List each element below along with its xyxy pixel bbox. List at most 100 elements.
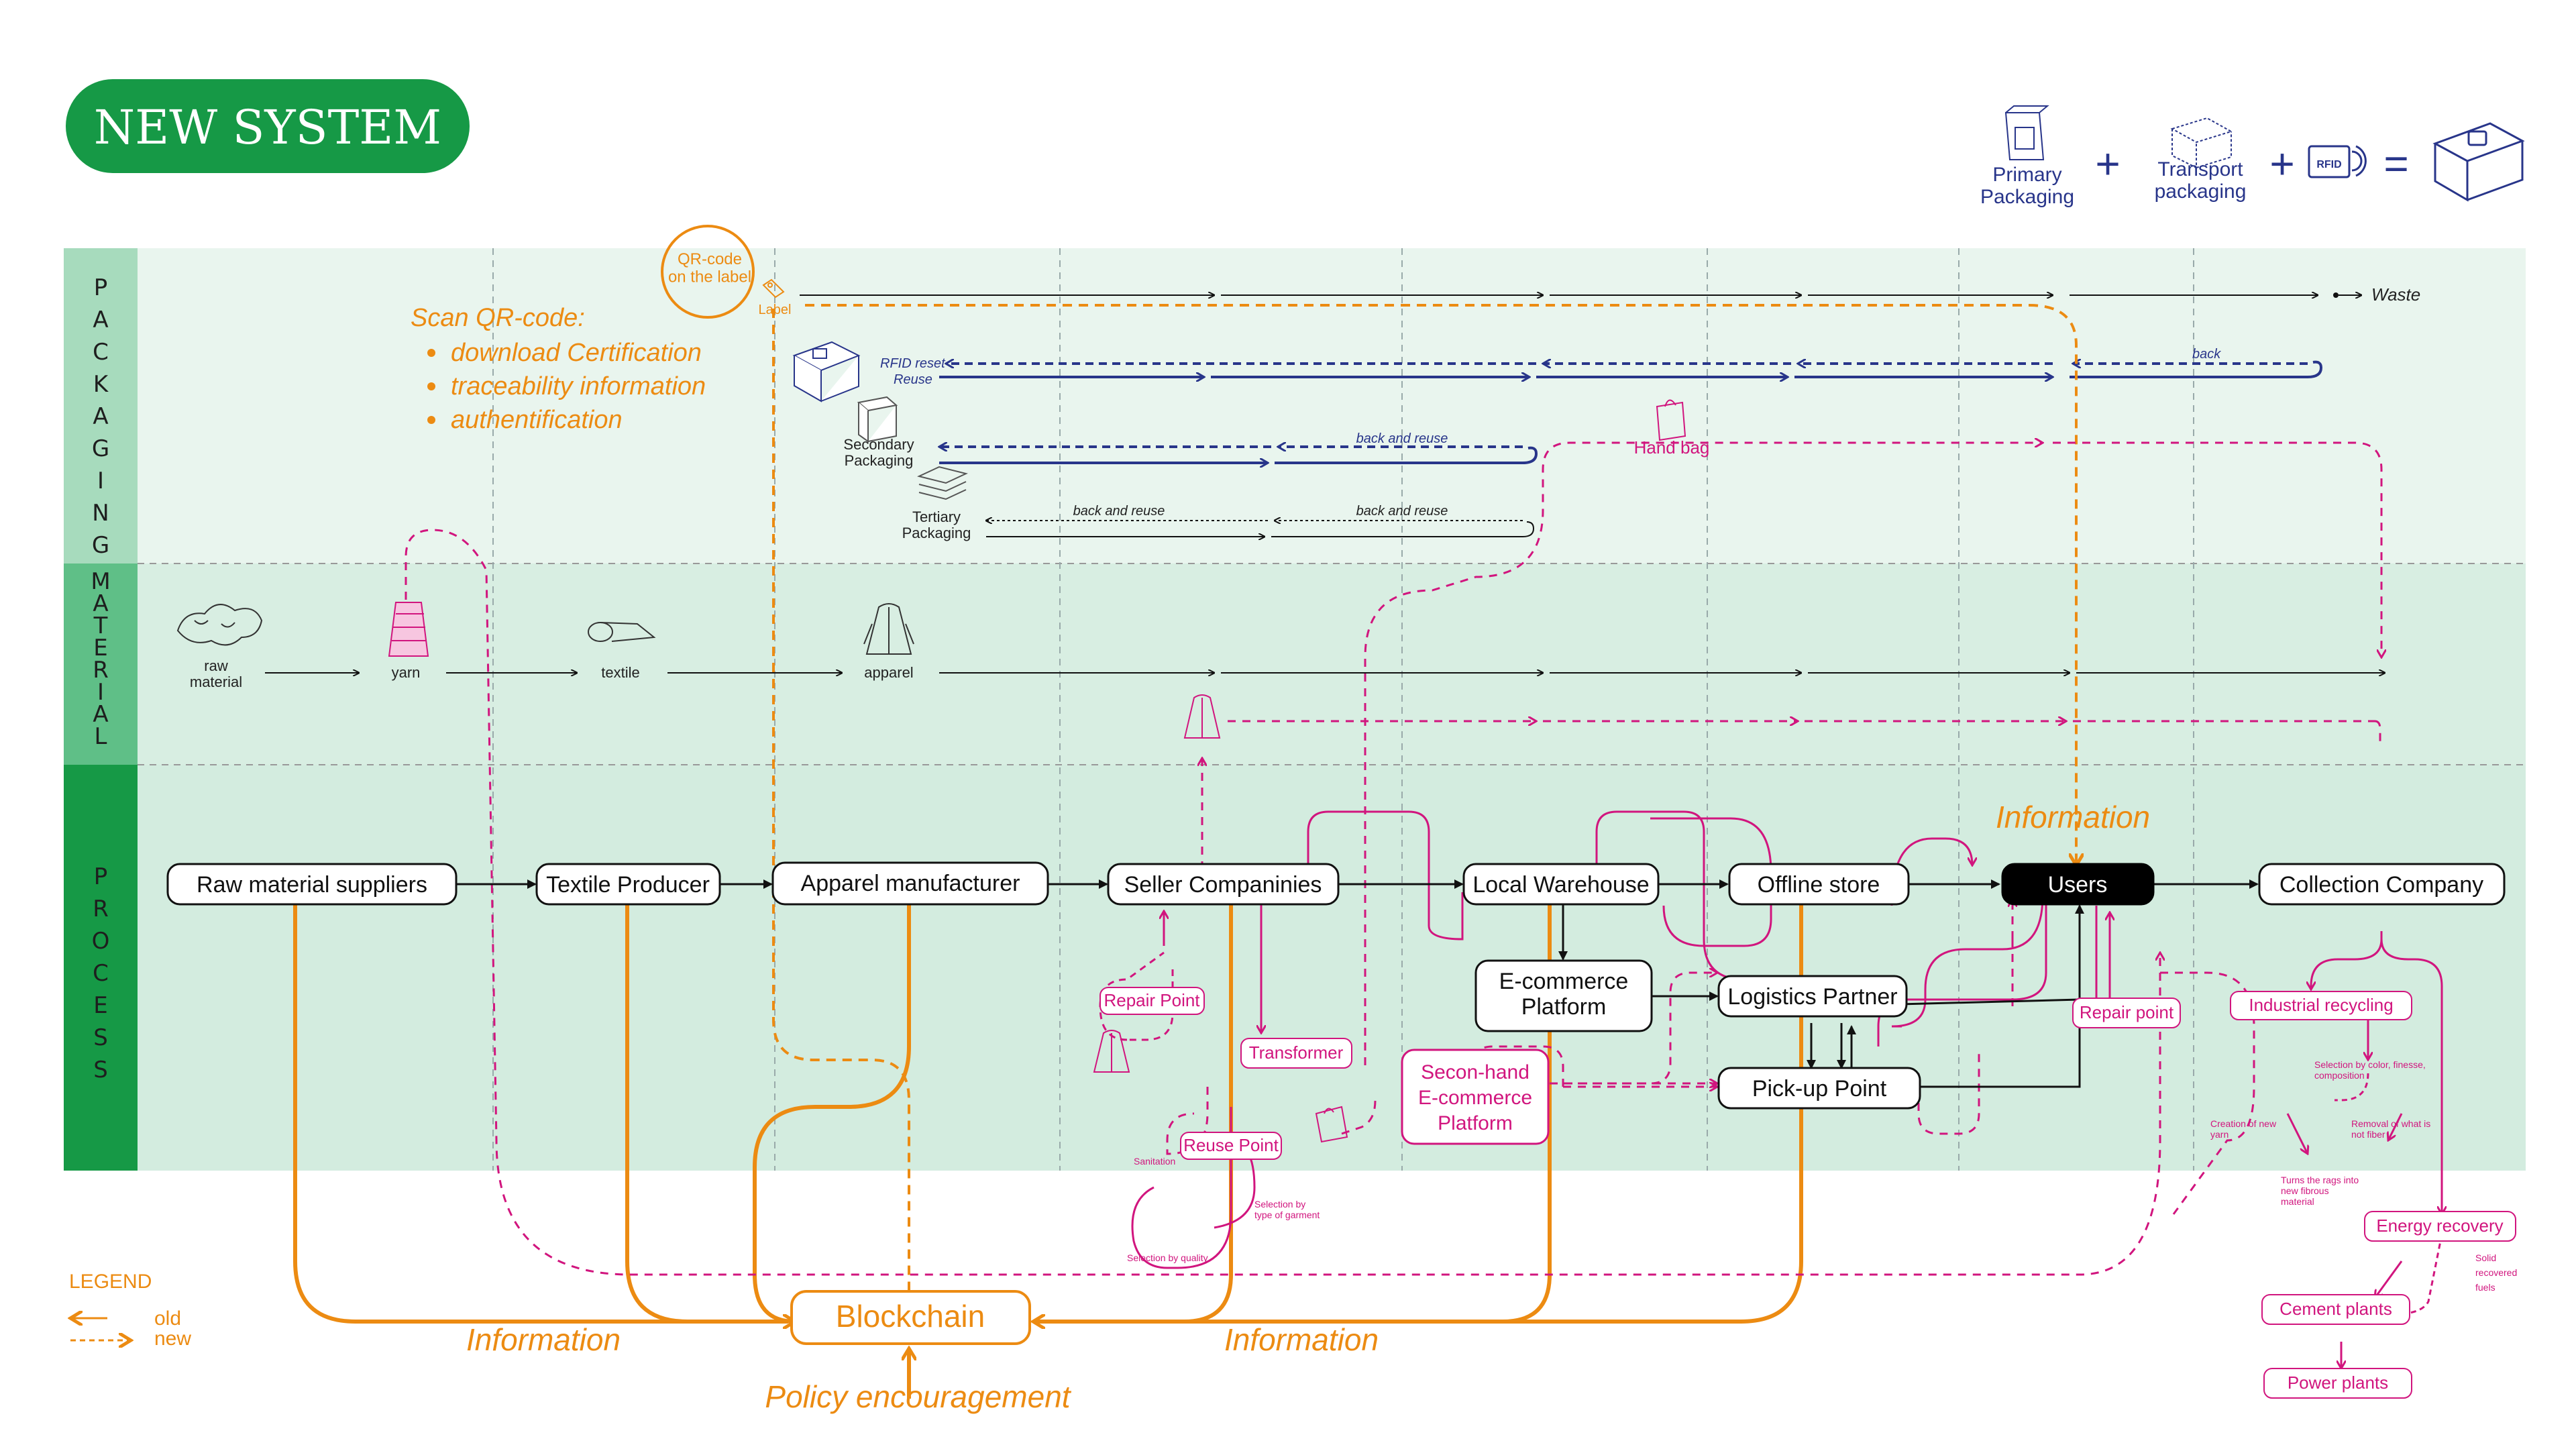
packaging-band bbox=[64, 248, 2526, 564]
textile-label: textile bbox=[601, 664, 639, 681]
repair-point-left-node[interactable]: Repair Point bbox=[1099, 987, 1205, 1015]
rfid-reset-label: RFID reset bbox=[880, 356, 946, 371]
reuse-point-node[interactable]: Reuse Point bbox=[1180, 1132, 1282, 1160]
users-node[interactable]: Users bbox=[2001, 863, 2155, 906]
packaging-lane-header bbox=[64, 248, 138, 564]
raw-material-icon bbox=[176, 604, 263, 646]
circular-nodes: Repair Point Transformer Reuse Point Rep… bbox=[1093, 987, 2516, 1399]
industrial-recycling-node[interactable]: Industrial recycling bbox=[2230, 991, 2412, 1020]
repair-loops bbox=[1099, 810, 2442, 1368]
lane-title-letter: C bbox=[93, 960, 109, 987]
lane-title-letter: A bbox=[93, 307, 108, 333]
lane-title-letter: T bbox=[93, 612, 108, 639]
transformer-node[interactable]: Transformer bbox=[1240, 1038, 1352, 1069]
equals-sign: = bbox=[2383, 140, 2408, 188]
back-label: back bbox=[2192, 347, 2221, 362]
lane-title-letter: O bbox=[92, 928, 110, 955]
plus-sign-1: + bbox=[2095, 140, 2120, 188]
material-band bbox=[64, 564, 2526, 765]
lane-title-letter: C bbox=[93, 339, 109, 366]
transport-box-icon bbox=[2170, 117, 2233, 169]
raw-material-suppliers-node[interactable]: Raw material suppliers bbox=[166, 863, 458, 906]
repair-garment-icon bbox=[1093, 1030, 1130, 1073]
page-title: NEW SYSTEM bbox=[94, 100, 441, 155]
sanitation-note: Sanitation bbox=[1134, 1156, 1175, 1167]
lane-title-letter: K bbox=[93, 371, 109, 398]
node-label: Offline store bbox=[1758, 872, 1880, 898]
yarn-spool-icon bbox=[388, 602, 429, 657]
legend-title: LEGEND bbox=[69, 1271, 152, 1293]
logistics-partner-node[interactable]: Logistics Partner bbox=[1717, 975, 1908, 1018]
lane-title-letter: S bbox=[93, 1024, 108, 1051]
cement-plants-node[interactable]: Cement plants bbox=[2261, 1294, 2410, 1325]
pickup-point-node[interactable]: Pick-up Point bbox=[1717, 1067, 1921, 1110]
textile-producer-node[interactable]: Textile Producer bbox=[535, 863, 721, 906]
yarn-label: yarn bbox=[392, 664, 421, 681]
node-label: Power plants bbox=[2288, 1373, 2388, 1393]
node-label: Users bbox=[2048, 872, 2108, 898]
lane-title-letter: G bbox=[92, 435, 109, 462]
process-band bbox=[64, 765, 2526, 1171]
node-label: Logistics Partner bbox=[1727, 984, 1897, 1010]
lane-title-letter: R bbox=[93, 657, 109, 684]
node-label: Industrial recycling bbox=[2249, 995, 2393, 1015]
apparel-manufacturer-node[interactable]: Apparel manufacturer bbox=[771, 861, 1049, 906]
tertiary-packaging-icon bbox=[917, 466, 968, 500]
hand-bag-icon bbox=[1656, 399, 1686, 441]
process-lane-header bbox=[64, 765, 138, 1171]
apparel-label: apparel bbox=[864, 664, 913, 681]
scan-item: download Certification bbox=[451, 339, 702, 367]
information-users-label: Information bbox=[1996, 800, 2150, 835]
lane-title-letter: P bbox=[94, 274, 108, 301]
node-label: Raw material suppliers bbox=[197, 872, 427, 898]
power-plants-node[interactable]: Power plants bbox=[2263, 1368, 2412, 1399]
node-label: Seller Companinies bbox=[1124, 872, 1322, 898]
textile-roll-icon bbox=[588, 622, 656, 642]
offline-store-node[interactable]: Offline store bbox=[1728, 863, 1910, 906]
waste-label: Waste bbox=[2371, 284, 2420, 305]
seller-companies-node[interactable]: Seller Companinies bbox=[1107, 863, 1340, 906]
collection-company-node[interactable]: Collection Company bbox=[2258, 863, 2506, 906]
node-label: Collection Company bbox=[2279, 872, 2483, 898]
node-label: Pick-up Point bbox=[1752, 1076, 1887, 1102]
scan-item: traceability information bbox=[451, 372, 706, 400]
lane-title-letter: I bbox=[97, 468, 104, 494]
lane-title-letter: A bbox=[93, 590, 108, 617]
node-label: Repair Point bbox=[1104, 990, 1200, 1010]
blockchain-label: Blockchain bbox=[836, 1299, 985, 1334]
legend-new-label: new bbox=[154, 1328, 191, 1350]
rfid-box-icon bbox=[792, 341, 861, 402]
plus-sign-2: + bbox=[2269, 140, 2294, 188]
qr-code-circle bbox=[661, 225, 755, 319]
smart-box-icon bbox=[2432, 122, 2525, 202]
information-flows bbox=[293, 904, 1803, 1399]
label-tag-icon bbox=[762, 278, 785, 299]
lane-title-letter: S bbox=[93, 1057, 108, 1083]
hand-bag-label: Hand bag bbox=[1634, 437, 1710, 458]
local-warehouse-node[interactable]: Local Warehouse bbox=[1462, 863, 1660, 906]
lane-title-letter: A bbox=[93, 701, 108, 728]
repair-point-right-node[interactable]: Repair point bbox=[2072, 998, 2181, 1028]
blockchain-node[interactable]: Blockchain bbox=[790, 1290, 1031, 1345]
scan-title: Scan QR-code: bbox=[411, 304, 585, 332]
node-label: Textile Producer bbox=[546, 872, 710, 898]
material-lane-header bbox=[64, 564, 138, 765]
energy-recovery-node[interactable]: Energy recovery bbox=[2364, 1211, 2516, 1242]
